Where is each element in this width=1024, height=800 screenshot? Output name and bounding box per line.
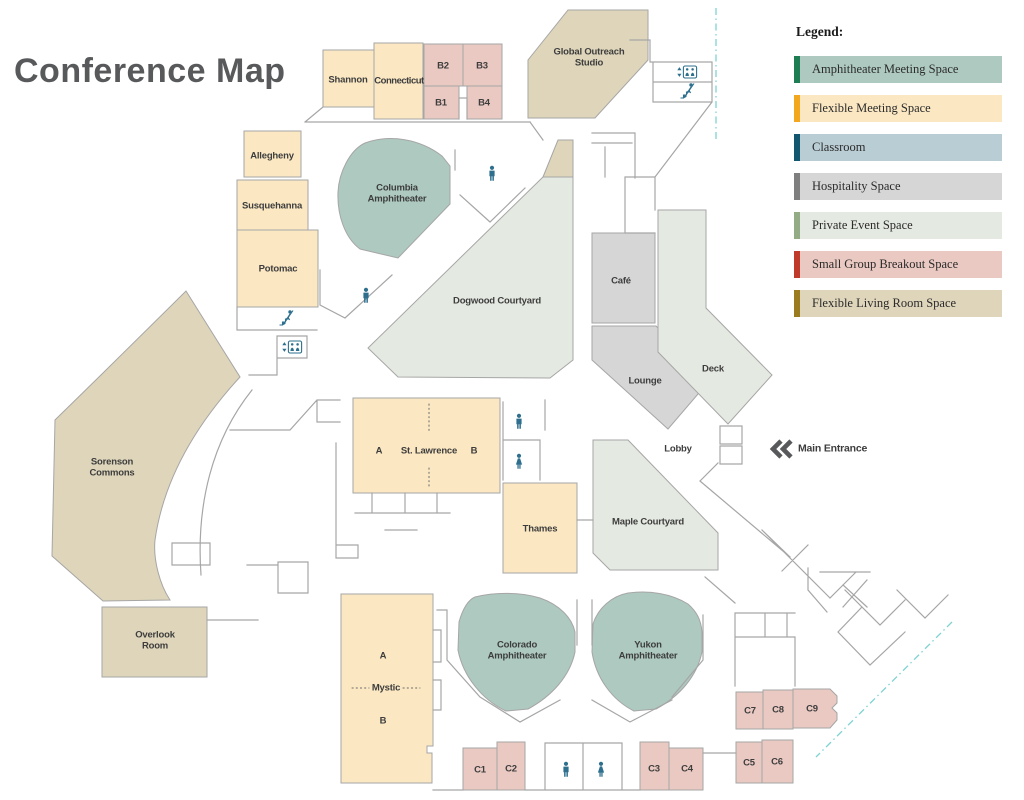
- room-colorado-amphitheater: [457, 592, 576, 712]
- legend-accent-bar: [794, 290, 800, 317]
- restroom-icon: [363, 287, 369, 303]
- room-yukon-amphitheater: [591, 591, 703, 712]
- stairs-icon: [278, 309, 294, 327]
- room-b1: [423, 85, 460, 120]
- legend-accent-bar: [794, 56, 800, 83]
- legend-item-label: Small Group Breakout Space: [812, 257, 959, 271]
- legend-item-label: Flexible Living Room Space: [812, 296, 957, 310]
- legend-heading: Legend:: [796, 24, 844, 39]
- room-c7: [735, 691, 764, 730]
- restroom-male-icon: [563, 761, 569, 777]
- room-susquehanna: [236, 179, 309, 231]
- rooms-layer: [51, 9, 838, 791]
- main-entrance-chevrons-icon: [769, 439, 793, 459]
- restroom-male-icon: [516, 413, 522, 429]
- legend-item-small-group: Small Group Breakout Space: [794, 251, 1002, 278]
- room-maple-courtyard: [592, 439, 719, 571]
- room-c5: [735, 741, 763, 784]
- legend-accent-bar: [794, 251, 800, 278]
- restroom-female-icon: [597, 761, 605, 777]
- legend-accent-bar: [794, 134, 800, 161]
- room-c1: [462, 747, 498, 791]
- room-cafe: [591, 232, 656, 324]
- elevator-icon: [676, 65, 698, 79]
- legend-accent-bar: [794, 95, 800, 122]
- stairs-icon: [679, 82, 695, 100]
- restroom-icon: [489, 165, 495, 181]
- legend: Legend: Amphitheater Meeting Space Flexi…: [794, 24, 1002, 329]
- room-overlook: [101, 606, 208, 678]
- legend-item-label: Hospitality Space: [812, 179, 901, 193]
- room-global-outreach-studio: [527, 9, 649, 119]
- room-c2: [496, 741, 526, 791]
- room-thames: [502, 482, 578, 574]
- room-b2: [423, 43, 464, 87]
- legend-item-flexible-living: Flexible Living Room Space: [794, 290, 1002, 317]
- room-b4: [466, 85, 503, 120]
- legend-item-label: Flexible Meeting Space: [812, 101, 931, 115]
- room-columbia-amphitheater: [337, 138, 451, 259]
- legend-item-label: Classroom: [812, 140, 866, 154]
- legend-item-private-event: Private Event Space: [794, 212, 1002, 239]
- room-shannon: [322, 49, 375, 108]
- room-c8: [762, 689, 794, 730]
- room-c3: [639, 741, 670, 791]
- legend-item-label: Amphitheater Meeting Space: [812, 62, 959, 76]
- legend-item-flexible-meeting: Flexible Meeting Space: [794, 95, 1002, 122]
- icons-layer: [278, 65, 793, 777]
- room-b3: [462, 43, 503, 87]
- legend-item-classroom: Classroom: [794, 134, 1002, 161]
- room-deck: [657, 209, 773, 425]
- room-c9: [792, 688, 838, 729]
- legend-item-hospitality: Hospitality Space: [794, 173, 1002, 200]
- guide-dash-line-bottom-right: [815, 621, 953, 758]
- room-sorenson-commons: [51, 290, 241, 602]
- legend-accent-bar: [794, 173, 800, 200]
- room-dogwood-courtyard: [367, 176, 574, 379]
- dogwood-corner-wedge: [542, 139, 574, 178]
- room-mystic: [340, 593, 434, 784]
- restroom-female-icon: [515, 453, 523, 469]
- room-connecticut: [373, 42, 424, 120]
- wall-lines: [171, 39, 949, 791]
- page-title: Conference Map: [14, 52, 286, 90]
- room-potomac: [236, 229, 319, 308]
- room-allegheny: [243, 130, 302, 178]
- legend-accent-bar: [794, 212, 800, 239]
- room-c6: [761, 739, 794, 784]
- room-c4: [668, 747, 704, 791]
- room-st-lawrence: [352, 397, 501, 494]
- elevator-icon: [281, 340, 303, 354]
- legend-item-amphitheater: Amphitheater Meeting Space: [794, 56, 1002, 83]
- legend-item-label: Private Event Space: [812, 218, 913, 232]
